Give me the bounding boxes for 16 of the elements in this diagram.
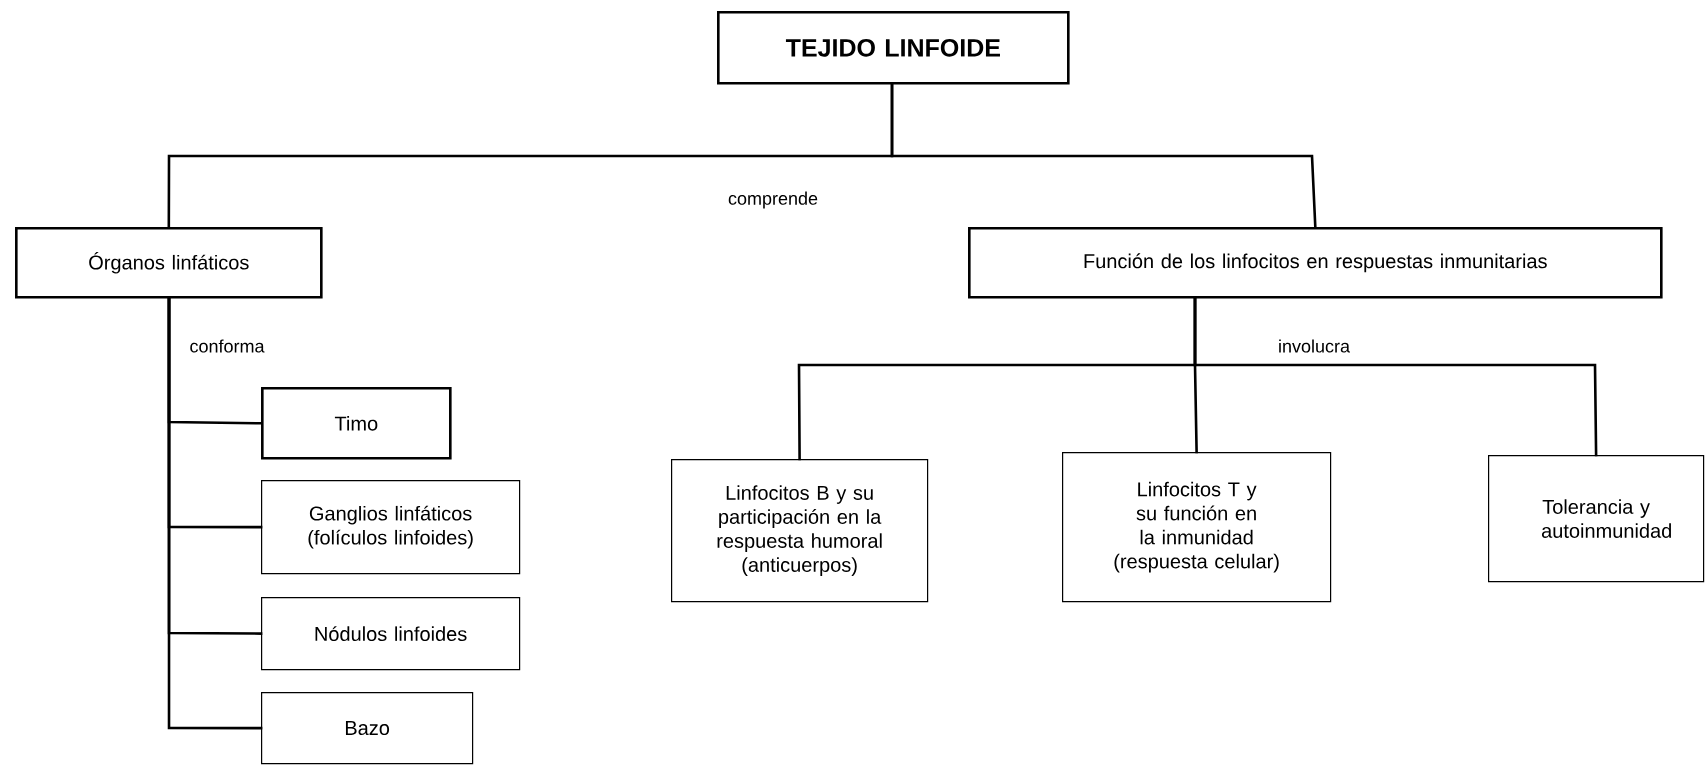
concept-box: Tolerancia y autoinmunidad xyxy=(1488,455,1705,583)
concept-box: Bazo xyxy=(261,692,474,765)
connector xyxy=(167,297,263,730)
concept-box: Timo xyxy=(261,387,452,460)
concept-box: Nódulos linfoides xyxy=(261,597,521,671)
edge-label: involucra xyxy=(1276,337,1352,355)
edge-label: conforma xyxy=(187,337,267,355)
connector xyxy=(890,83,1317,229)
concept-box: Órganos linfáticos xyxy=(15,227,323,299)
concept-box: Función de los linfocitos en respuestas inmunitarias xyxy=(968,227,1663,299)
concept-box: Linfocitos T y su función en la inmunidad (respuesta celular) xyxy=(1062,452,1332,603)
edge-label: comprende xyxy=(726,189,821,211)
title-box: TEJIDO LINFOIDE xyxy=(717,11,1070,85)
concept-box: Ganglios linfáticos (folículos linfoides) xyxy=(261,480,521,575)
connector xyxy=(1193,297,1598,457)
concept-box: Linfocitos B y su participación en la respuesta humoral (anticuerpos) xyxy=(671,459,929,603)
